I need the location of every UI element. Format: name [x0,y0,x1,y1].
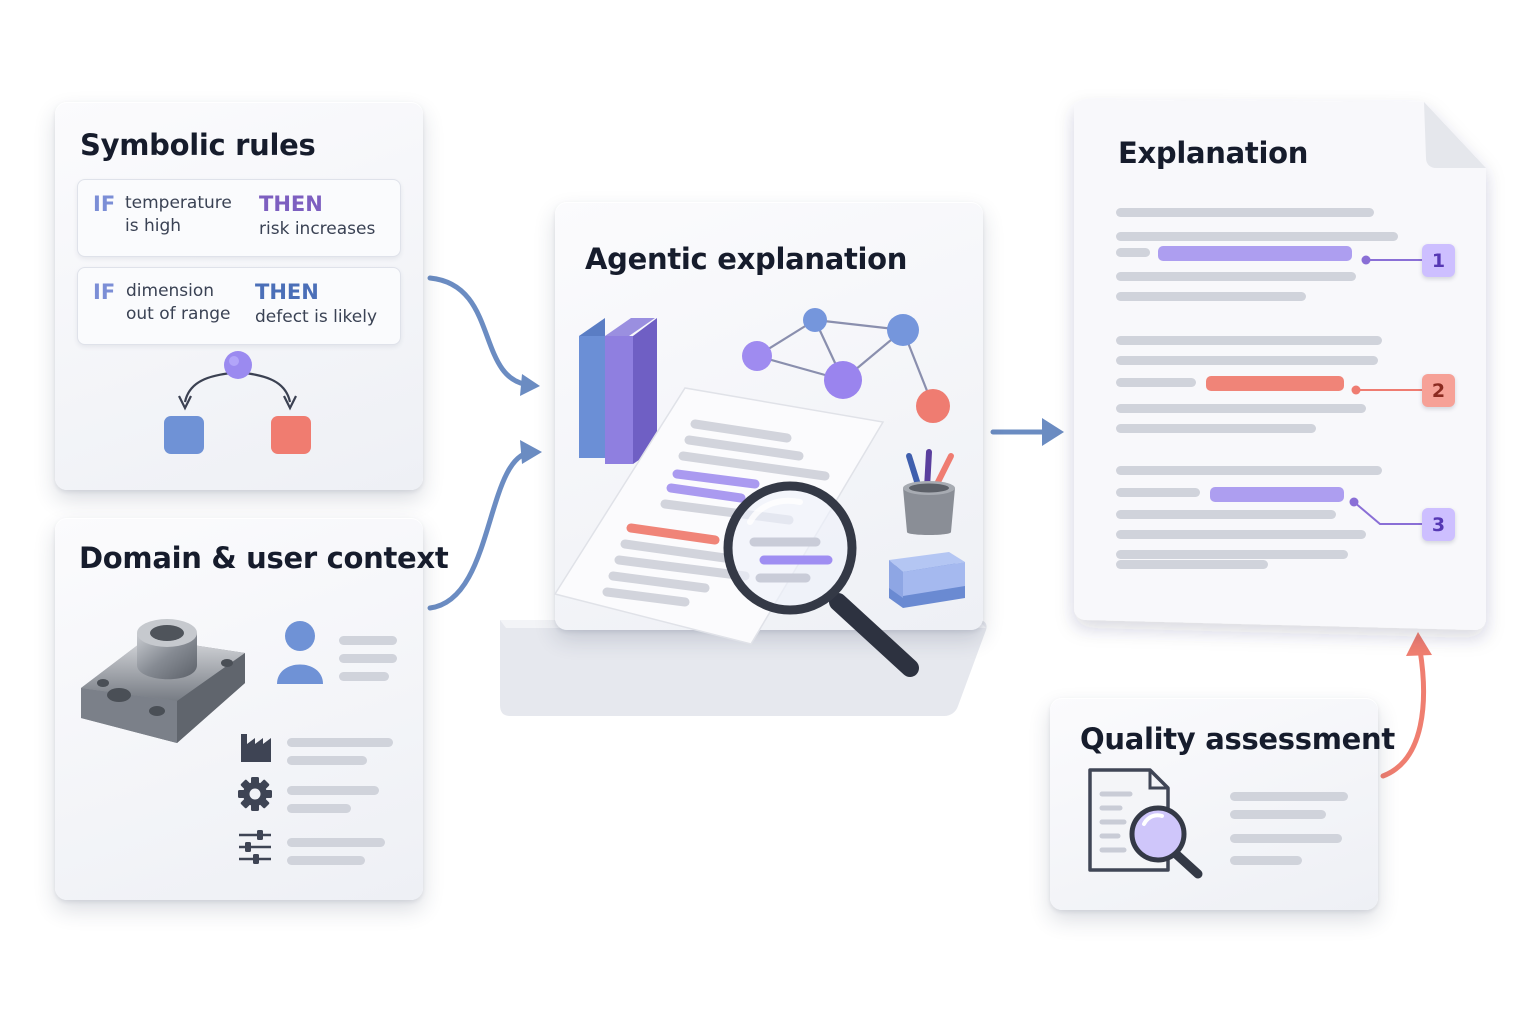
rule-1-result: risk increases [259,219,376,239]
text-line [1116,356,1378,365]
factory-detail-bar [287,756,367,765]
rule-1-condition-line-1: temperature [125,193,232,213]
domain-context-panel: Domain & user context [55,518,449,900]
settings-detail-bar [287,786,379,795]
rule-1-condition-line-2: is high [125,216,182,236]
machined-part-icon [81,619,245,743]
rule-1-if-keyword: IF [93,192,116,216]
text-line [1116,292,1306,301]
text-line [1116,336,1382,345]
symbolic-rules-title: Symbolic rules [80,128,316,162]
gear-icon [238,777,272,811]
text-line [1116,488,1200,497]
sticky-notes-icon [889,552,965,608]
document-search-icon [1088,768,1203,879]
assessment-line [1230,810,1326,819]
pencil-cup-icon [903,449,955,535]
text-line [1116,424,1316,433]
text-line [1116,248,1150,257]
text-line [1116,510,1336,519]
magnifier-icon [723,481,919,677]
text-line [1116,404,1366,413]
text-line [1116,560,1268,569]
rule-2: IF dimension out of range THEN defect is… [77,267,401,345]
agentic-explanation-title: Agentic explanation [585,242,908,276]
assessment-line [1230,834,1342,843]
text-line [1116,378,1196,387]
agentic-explanation-panel: Agentic explanation [553,202,983,677]
domain-context-title: Domain & user context [79,541,449,575]
rule-1-then-keyword: THEN [259,192,323,216]
factory-icon [241,734,271,762]
settings-detail-bar [287,804,351,813]
rule-2-condition-line-2: out of range [126,304,231,324]
explanation-title: Explanation [1118,136,1309,170]
user-detail-bar [339,672,389,681]
rule-1: IF temperature is high THEN risk increas… [77,179,401,257]
sliders-icon [239,830,271,864]
user-detail-bar [339,654,397,663]
highlight-bar-3 [1210,487,1344,502]
rule-2-condition-line-1: dimension [126,281,215,301]
knowledge-graph-icon [742,308,950,423]
decision-tree-icon [164,351,311,454]
text-line [1116,466,1382,475]
assessment-line [1230,792,1348,801]
text-line [1116,530,1366,539]
explanation-panel: Explanation 1 2 3 [1074,100,1486,630]
highlight-bar-2 [1206,376,1344,391]
document-icon [553,387,885,645]
quality-assessment-panel: Quality assessment [1050,698,1395,910]
arrow-context-to-agent [427,449,535,611]
marker-badge-1: 1 [1422,244,1455,277]
quality-assessment-title: Quality assessment [1080,722,1395,756]
preferences-detail-bar [287,856,365,865]
user-icon [277,621,323,684]
highlight-bar-1 [1158,246,1352,261]
text-line [1116,272,1356,281]
preferences-detail-bar [287,838,385,847]
assessment-line [1230,856,1302,865]
arrow-rules-to-agent [427,275,533,388]
books-icon [579,318,657,464]
rule-2-result: defect is likely [255,307,378,327]
marker-badge-3: 3 [1422,508,1455,541]
arrow-quality-to-explanation [1380,647,1426,779]
symbolic-rules-panel: Symbolic rules IF temperature is high TH… [55,102,423,490]
user-detail-bar [339,636,397,645]
rule-2-then-keyword: THEN [255,280,319,304]
factory-detail-bar [287,738,393,747]
text-line [1116,550,1348,559]
marker-connectors [1349,255,1422,525]
text-line [1116,208,1374,217]
marker-badge-2: 2 [1422,374,1455,407]
rule-2-if-keyword: IF [93,280,116,304]
text-line [1116,232,1398,241]
